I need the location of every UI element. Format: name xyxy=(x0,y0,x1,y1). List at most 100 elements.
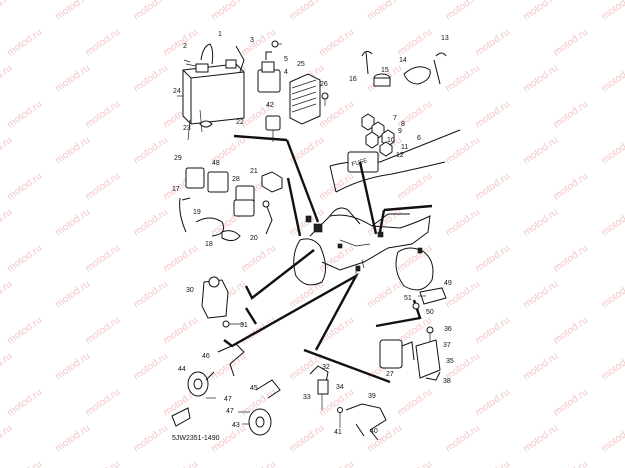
callout-50: 50 xyxy=(426,309,434,316)
watermark-text: motod.ru xyxy=(5,27,44,59)
watermark-text: motod.ru xyxy=(131,423,170,455)
callout-3: 3 xyxy=(250,37,254,44)
callout-47a: 47 xyxy=(224,396,232,403)
callout-28: 28 xyxy=(232,176,240,183)
watermark-text: motod.ru xyxy=(239,459,278,468)
watermark-text: motod.ru xyxy=(161,315,200,347)
watermark-text: motod.ru xyxy=(0,423,14,455)
watermark-text: motod.ru xyxy=(473,459,512,468)
watermark-text: motod.ru xyxy=(317,99,356,131)
watermark-text: motod.ru xyxy=(83,171,122,203)
watermark-text: motod.ru xyxy=(5,99,44,131)
watermark-text: motod.ru xyxy=(209,351,248,383)
callout-16: 16 xyxy=(349,76,357,83)
callout-26: 26 xyxy=(320,81,328,88)
callout-9: 9 xyxy=(398,128,402,135)
watermark-text: motod.ru xyxy=(365,279,404,311)
callout-19: 19 xyxy=(193,209,201,216)
watermark-text: motod.ru xyxy=(287,135,326,167)
watermark-text: motod.ru xyxy=(551,171,590,203)
watermark-text: motod.ru xyxy=(521,351,560,383)
watermark-text: motod.ru xyxy=(0,351,14,383)
callout-36: 36 xyxy=(444,326,452,333)
watermark-text: motod.ru xyxy=(131,0,170,22)
watermark-text: motod.ru xyxy=(395,387,434,419)
watermark-text: motod.ru xyxy=(131,207,170,239)
watermark-text: motod.ru xyxy=(0,207,14,239)
watermark-text: motod.ru xyxy=(0,63,14,95)
watermark-text: motod.ru xyxy=(443,63,482,95)
callout-23: 23 xyxy=(183,125,191,132)
callout-49: 49 xyxy=(444,280,452,287)
watermark-text: motod.ru xyxy=(287,0,326,22)
watermark-text: motod.ru xyxy=(83,99,122,131)
callout-24: 24 xyxy=(173,88,181,95)
watermark-text: motod.ru xyxy=(53,135,92,167)
callout-46: 46 xyxy=(202,353,210,360)
callout-31: 31 xyxy=(240,322,248,329)
watermark-text: motod.ru xyxy=(443,0,482,22)
watermark-text: motod.ru xyxy=(161,243,200,275)
watermark-text: motod.ru xyxy=(209,0,248,22)
watermark-text: motod.ru xyxy=(53,63,92,95)
watermark-text: motod.ru xyxy=(551,27,590,59)
watermark-text: motod.ru xyxy=(0,279,14,311)
watermark-text: motod.ru xyxy=(395,27,434,59)
watermark-text: motod.ru xyxy=(521,423,560,455)
callout-2: 2 xyxy=(183,43,187,50)
watermark-text: motod.ru xyxy=(53,351,92,383)
callout-6: 6 xyxy=(417,135,421,142)
watermark-text: motod.ru xyxy=(395,459,434,468)
callout-22: 22 xyxy=(236,119,244,126)
callout-42: 42 xyxy=(266,102,274,109)
callout-33: 33 xyxy=(303,394,311,401)
callout-45: 45 xyxy=(250,385,258,392)
watermark-text: motod.ru xyxy=(599,135,625,167)
watermark-text: motod.ru xyxy=(5,243,44,275)
watermark-text: motod.ru xyxy=(395,171,434,203)
callout-51: 51 xyxy=(404,295,412,302)
callout-34: 34 xyxy=(336,384,344,391)
callout-40: 40 xyxy=(370,428,378,435)
watermark-text: motod.ru xyxy=(443,207,482,239)
watermark-text: motod.ru xyxy=(521,135,560,167)
watermark-text: motod.ru xyxy=(83,27,122,59)
lower-center-parts xyxy=(309,365,387,441)
watermark-text: motod.ru xyxy=(599,63,625,95)
watermark-text: motod.ru xyxy=(317,27,356,59)
watermark-text: motod.ru xyxy=(599,0,625,22)
lower-left-parts xyxy=(171,276,281,436)
watermark-text: motod.ru xyxy=(5,459,44,468)
watermark-text: motod.ru xyxy=(5,171,44,203)
clamp-group xyxy=(361,50,447,87)
leader-lines xyxy=(223,134,433,384)
callout-47b: 47 xyxy=(226,408,234,415)
watermark-text: motod.ru xyxy=(53,423,92,455)
watermark-text: motod.ru xyxy=(287,423,326,455)
callout-10: 10 xyxy=(387,137,395,144)
watermark-text: motod.ru xyxy=(551,243,590,275)
watermark-text: motod.ru xyxy=(473,171,512,203)
watermark-text: motod.ru xyxy=(521,207,560,239)
callout-41: 41 xyxy=(334,429,342,436)
callout-18: 18 xyxy=(205,241,213,248)
callout-48: 48 xyxy=(212,160,220,167)
watermark-text: motod.ru xyxy=(83,459,122,468)
watermark-text: motod.ru xyxy=(5,387,44,419)
callout-1: 1 xyxy=(218,31,222,38)
watermark-text: motod.ru xyxy=(317,171,356,203)
watermark-text: motod.ru xyxy=(131,351,170,383)
starter-relay-group xyxy=(257,40,282,93)
watermark-text: motod.ru xyxy=(53,0,92,22)
callout-4: 4 xyxy=(284,69,288,76)
diagram-code: 5JW2351-1490 xyxy=(172,435,220,442)
relay-group xyxy=(179,167,283,242)
watermark-text: motod.ru xyxy=(443,135,482,167)
watermark-text: motod.ru xyxy=(317,315,356,347)
watermark-text: motod.ru xyxy=(239,243,278,275)
watermark-text: motod.ru xyxy=(599,279,625,311)
callout-8: 8 xyxy=(401,121,405,128)
watermark-text: motod.ru xyxy=(521,0,560,22)
watermark-text: motod.ru xyxy=(53,207,92,239)
watermark-text: motod.ru xyxy=(83,243,122,275)
